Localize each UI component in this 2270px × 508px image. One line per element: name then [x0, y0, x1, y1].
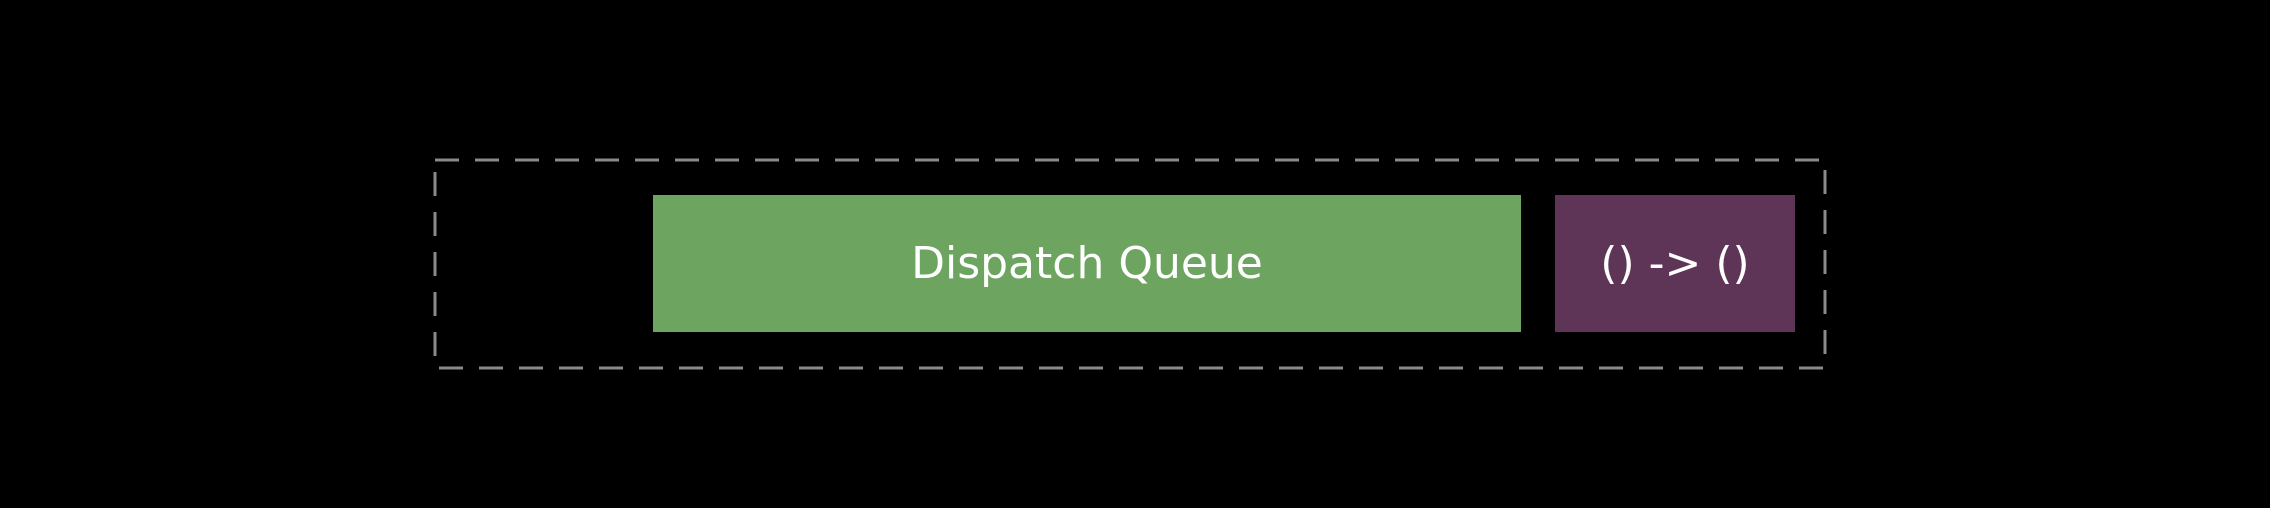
dispatch-queue-block: Dispatch Queue: [653, 195, 1521, 332]
dashed-container: [433, 158, 1827, 370]
dispatch-queue-label: Dispatch Queue: [911, 238, 1263, 289]
closure-label: () -> (): [1600, 238, 1750, 289]
closure-block: () -> (): [1555, 195, 1795, 332]
